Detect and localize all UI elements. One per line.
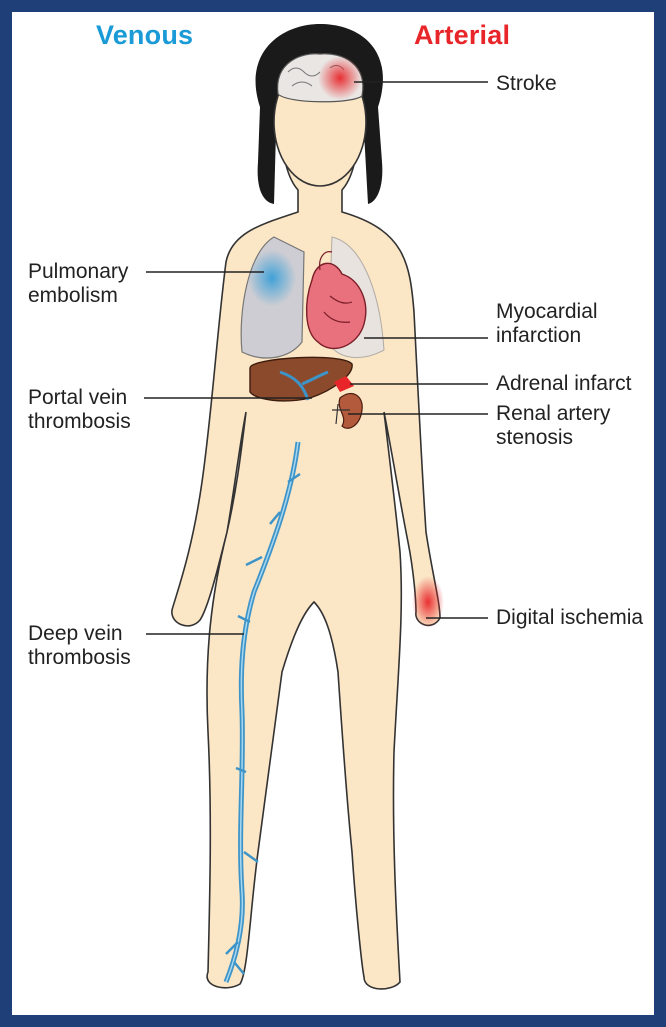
pulmonary-embolus (248, 250, 296, 306)
body-outline (172, 72, 440, 989)
label-stroke: Stroke (496, 72, 557, 96)
stroke-lesion (318, 56, 362, 100)
digital-ischemia-spot (412, 576, 444, 628)
label-deep-vein-thrombosis: Deep vein thrombosis (28, 622, 131, 670)
body-illustration (12, 12, 654, 1015)
label-portal-vein-thrombosis: Portal vein thrombosis (28, 386, 131, 434)
label-digital-ischemia: Digital ischemia (496, 606, 643, 630)
label-pulmonary-embolism: Pulmonary embolism (28, 260, 128, 308)
label-myocardial-infarction: Myocardial infarction (496, 300, 598, 348)
label-renal-artery-stenosis: Renal artery stenosis (496, 402, 610, 450)
label-adrenal-infarct: Adrenal infarct (496, 372, 631, 396)
diagram-panel: Venous Arterial (12, 12, 654, 1015)
